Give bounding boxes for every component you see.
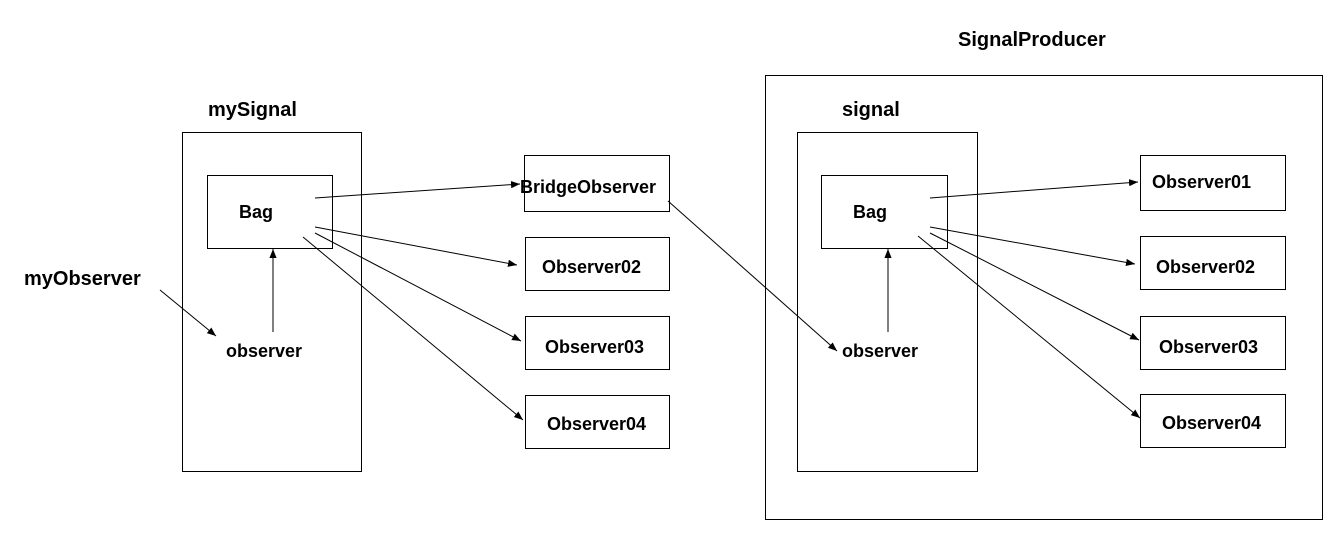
bag-label-right: Bag xyxy=(853,202,888,222)
arrow-bag-to-observer02-right xyxy=(929,226,1136,266)
arrow-myobserver-to-observer xyxy=(159,289,217,337)
arrow-bag-to-observer03-right xyxy=(929,232,1140,341)
arrow-bridge-to-signal-observer xyxy=(667,200,838,352)
mysignal-title: mySignal xyxy=(208,99,297,121)
observer03-box-left xyxy=(525,316,670,370)
observer03-label-right: Observer03 xyxy=(1159,337,1259,357)
mysignal-container xyxy=(182,132,362,472)
bag-box-left xyxy=(207,175,333,249)
observer02-label-left: Observer02 xyxy=(542,257,642,277)
signal-container xyxy=(797,132,978,472)
observer02-label-right: Observer02 xyxy=(1156,257,1256,277)
observer02-box-left xyxy=(525,237,670,291)
arrow-bag-to-observer01-right xyxy=(929,179,1139,199)
observer04-box-left xyxy=(525,395,670,449)
arrow-bag-to-observer03-left xyxy=(314,232,522,342)
arrow-bag-to-observer04-left xyxy=(302,236,524,421)
observer02-box-right xyxy=(1140,236,1286,290)
observer03-label-left: Observer03 xyxy=(545,337,645,357)
observer04-box-right xyxy=(1140,394,1286,448)
signalproducer-title: SignalProducer xyxy=(958,29,1106,51)
observer04-label-left: Observer04 xyxy=(547,414,647,434)
observer01-box-right xyxy=(1140,155,1286,211)
observer-label-right: observer xyxy=(842,341,919,361)
arrow-bag-to-observer02-left xyxy=(314,226,518,267)
bridge-observer-box xyxy=(524,155,670,212)
myobserver-label: myObserver xyxy=(24,268,141,290)
observer-label-left: observer xyxy=(226,341,303,361)
bridge-observer-label: BridgeObserver xyxy=(520,177,657,197)
observer04-label-right: Observer04 xyxy=(1162,413,1262,433)
observer01-label-right: Observer01 xyxy=(1152,172,1252,192)
signalproducer-container xyxy=(765,75,1323,520)
signal-title: signal xyxy=(842,99,900,121)
arrow-bag-to-bridge xyxy=(314,181,521,199)
arrow-bag-to-observer04-right xyxy=(917,235,1141,419)
observer03-box-right xyxy=(1140,316,1286,370)
bag-box-right xyxy=(821,175,948,249)
bag-label-left: Bag xyxy=(239,202,274,222)
